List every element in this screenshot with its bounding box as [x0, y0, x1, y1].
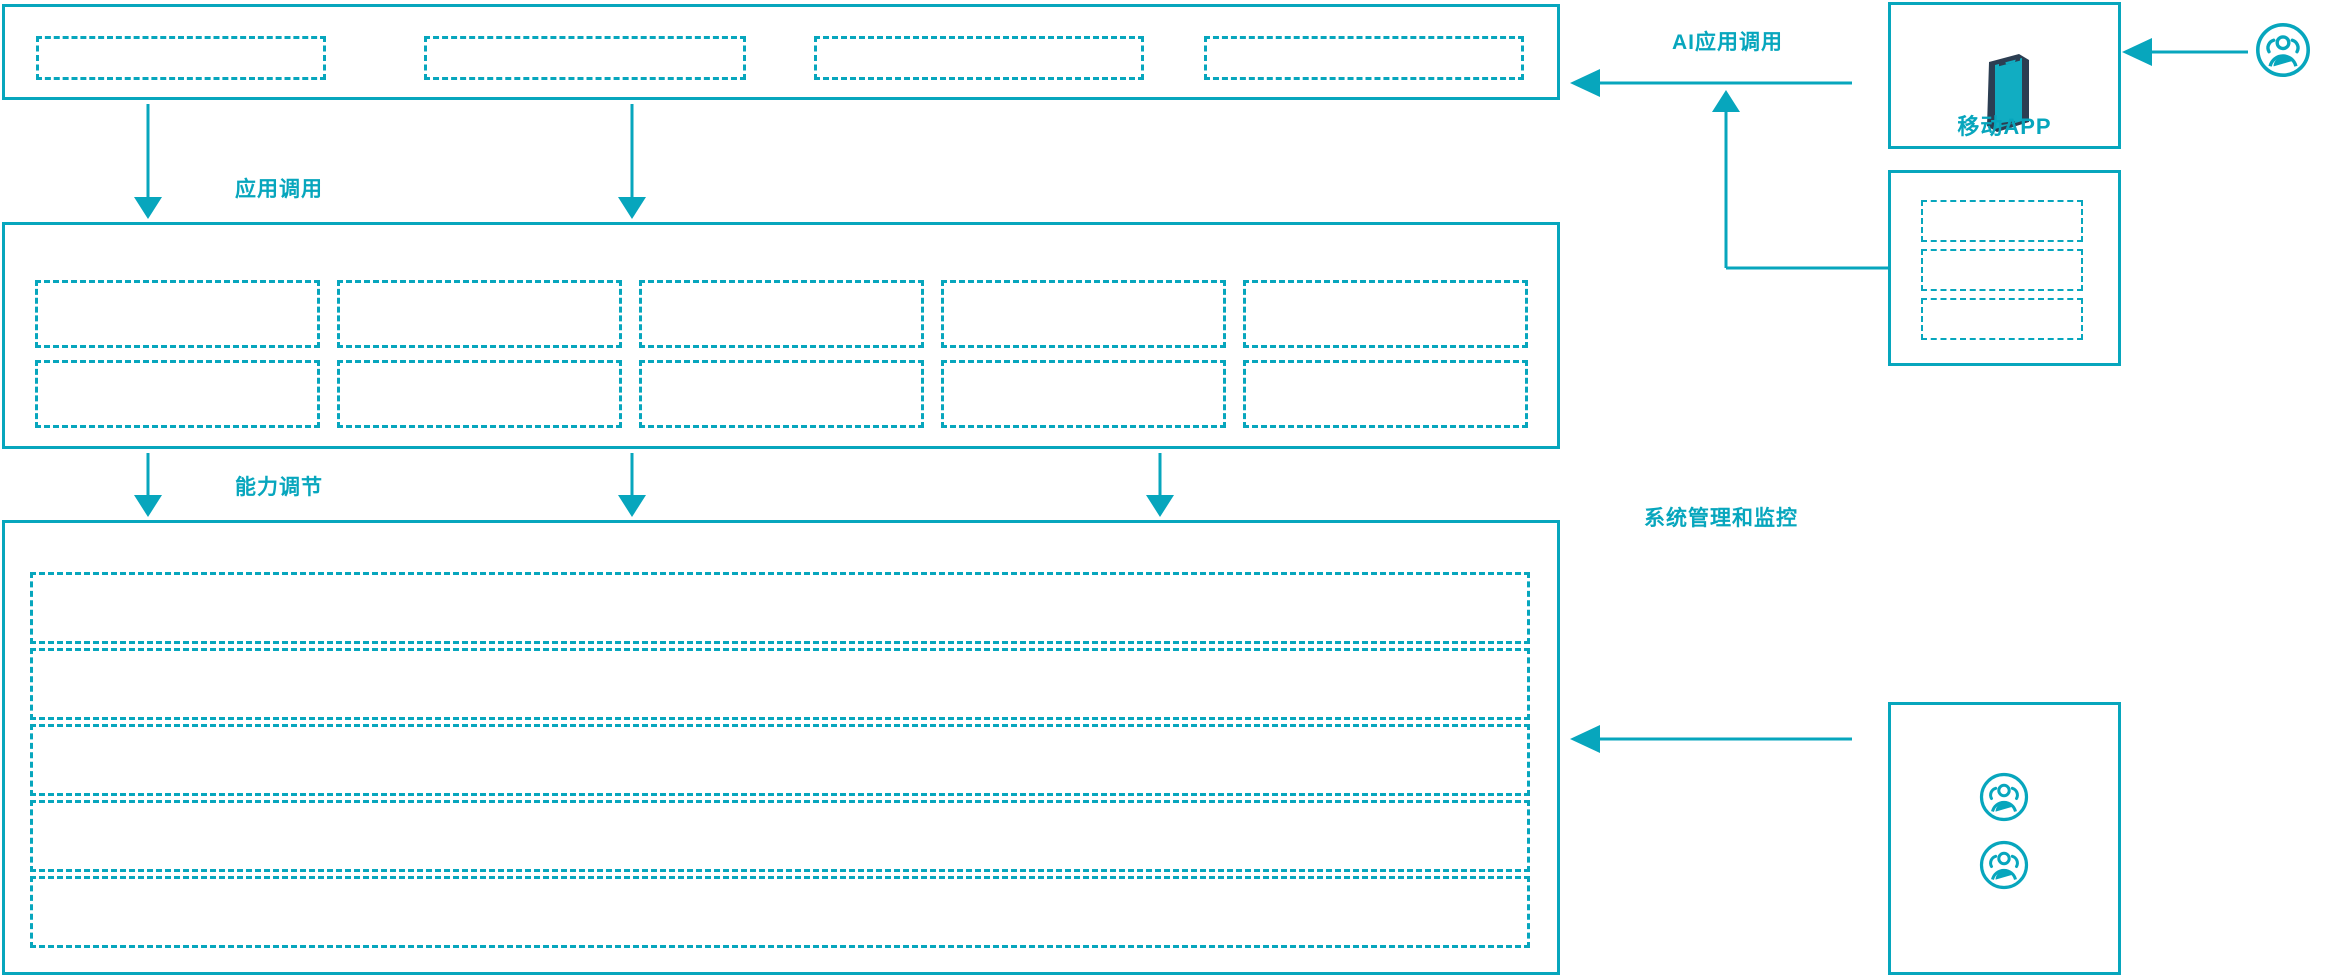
capability-layer-cell-r1c3[interactable] — [639, 280, 924, 348]
capability-layer-cell-r2c2[interactable] — [337, 360, 622, 428]
capability-layer-cell-r1c2[interactable] — [337, 280, 622, 348]
user-group-icon-operations-1 — [1979, 772, 2029, 822]
channel-panel-cell-1[interactable] — [1921, 200, 2083, 242]
arrow-ai-app-invoke — [1570, 69, 1852, 97]
channel-panel-cell-3[interactable] — [1921, 298, 2083, 340]
application-layer-cell-4[interactable] — [1204, 36, 1524, 80]
arrow-app-invoke-1 — [134, 104, 162, 219]
arrow-end-user-to-mobile-app — [2122, 38, 2248, 66]
user-group-icon-end-user — [2255, 22, 2311, 78]
smartphone-icon — [1975, 50, 2035, 136]
flow-label-capability-orchestration: 能力调节 — [235, 476, 323, 499]
flow-label-ai-app-invoke: AI应用调用 — [1672, 31, 1783, 54]
infrastructure-layer-row-5[interactable] — [30, 876, 1530, 948]
arrow-capability-1 — [134, 453, 162, 517]
capability-layer-cell-r1c4[interactable] — [941, 280, 1226, 348]
flow-label-app-invoke: 应用调用 — [235, 178, 323, 201]
capability-layer-cell-r2c4[interactable] — [941, 360, 1226, 428]
mobile-app-panel-caption: 移动APP — [1957, 114, 2052, 139]
capability-layer-cell-r1c5[interactable] — [1243, 280, 1528, 348]
user-group-icon-operations-2 — [1979, 840, 2029, 890]
infrastructure-layer-row-1[interactable] — [30, 572, 1530, 644]
infrastructure-layer-row-3[interactable] — [30, 724, 1530, 796]
arrow-capability-3 — [1146, 453, 1174, 517]
capability-layer-cell-r2c1[interactable] — [35, 360, 320, 428]
capability-layer-cell-r2c3[interactable] — [639, 360, 924, 428]
infrastructure-layer-row-4[interactable] — [30, 800, 1530, 872]
application-layer-cell-1[interactable] — [36, 36, 326, 80]
flow-label-system-admin-monitor: 系统管理和监控 — [1644, 507, 1798, 530]
application-layer-cell-3[interactable] — [814, 36, 1144, 80]
application-layer-cell-2[interactable] — [424, 36, 746, 80]
capability-layer-cell-r2c5[interactable] — [1243, 360, 1528, 428]
arrow-app-invoke-2 — [618, 104, 646, 219]
channel-panel-cell-2[interactable] — [1921, 249, 2083, 291]
operations-panel — [1888, 702, 2121, 975]
capability-layer-cell-r1c1[interactable] — [35, 280, 320, 348]
arrow-capability-2 — [618, 453, 646, 517]
arrow-system-admin-monitor — [1570, 725, 1852, 753]
arrow-channel-to-ai-invoke — [1712, 90, 1888, 270]
infrastructure-layer-row-2[interactable] — [30, 648, 1530, 720]
